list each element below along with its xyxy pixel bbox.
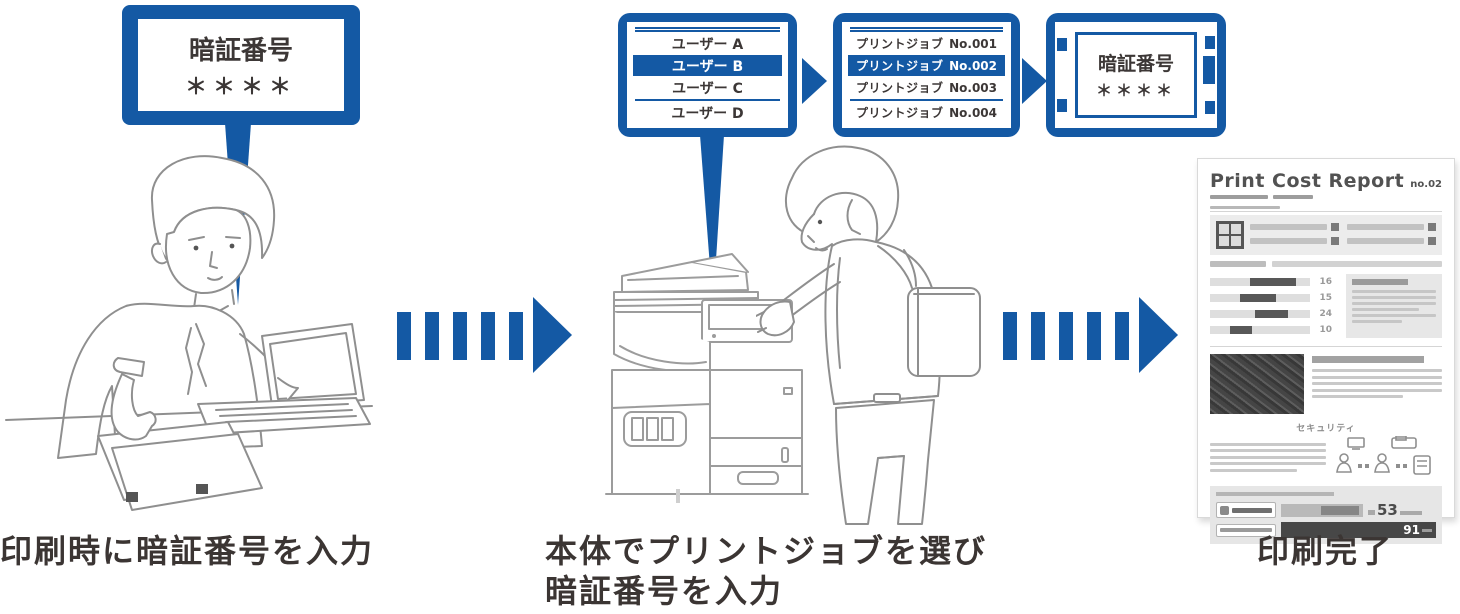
chart-value: 10: [1319, 325, 1332, 335]
pin-speech-bubble-panel: 暗証番号 ＊＊＊＊: [138, 19, 344, 111]
screen-pointer-tail: [700, 135, 724, 307]
cost-panel-heading-placeholder: [1216, 492, 1334, 496]
flow-arrow-2: [1003, 297, 1178, 373]
report-photo: [1210, 354, 1304, 414]
report-summary-cell: [1347, 237, 1436, 245]
job-number: No.003: [949, 80, 997, 95]
print-job-item-1[interactable]: プリントジョブ No.001: [848, 33, 1005, 54]
user-list-label: ユーザー B: [671, 58, 744, 75]
cost-bar-light: [1281, 503, 1363, 517]
report-summary-panel: [1210, 215, 1442, 255]
job-name: プリントジョブ: [856, 81, 944, 95]
report-section-label: [1210, 206, 1442, 212]
person-at-printer-illustration: [756, 145, 981, 525]
report-summary-cell: [1347, 223, 1436, 231]
step1-caption: 印刷時に暗証番号を入力: [0, 532, 375, 570]
list-rule: [635, 27, 780, 29]
cost-row-printer: 53: [1216, 502, 1436, 518]
pin-bubble-masked-value: ＊＊＊＊: [184, 74, 297, 100]
report-text-placeholder: [1210, 261, 1442, 267]
chevron-right-icon: [802, 58, 827, 104]
list-rule: [850, 99, 1003, 101]
printer-model-badge: [1216, 502, 1276, 518]
chevron-right-icon: [1022, 58, 1047, 104]
flow-arrow-1: [397, 297, 572, 373]
report-security-heading: セキュリティ: [1296, 424, 1356, 434]
cost-row-laser: 91: [1216, 522, 1436, 538]
step2-caption-line2: 暗証番号を入力: [545, 572, 784, 610]
report-photo-section: [1210, 346, 1442, 414]
panel-user-list-screen: ユーザー A ユーザー B ユーザー C ユーザー D: [618, 13, 797, 137]
comparison-model-badge: [1216, 523, 1276, 537]
step2-caption: 本体でプリントジョブを選び 暗証番号を入力: [545, 531, 987, 611]
report-title: Print Cost Report: [1210, 170, 1405, 192]
cost-value-91: 91: [1403, 523, 1420, 537]
job-number: No.002: [949, 58, 997, 73]
report-chart-row-3: 10: [1210, 322, 1338, 338]
chart-value: 15: [1319, 293, 1332, 303]
step3-caption: 印刷完了: [1257, 532, 1394, 570]
cost-bar-dark: 91: [1281, 522, 1436, 538]
list-rule: [635, 99, 780, 101]
report-cost-chart: 16 15 24 10: [1210, 274, 1442, 338]
step2-caption-line1: 本体でプリントジョブを選び: [545, 532, 988, 570]
report-photo-heading-placeholder: [1312, 356, 1424, 363]
pin-bubble-title: 暗証番号: [188, 35, 293, 66]
report-summary-cell: [1250, 237, 1339, 245]
keypad-notch: [1057, 99, 1067, 112]
keypad-notch: [1203, 56, 1215, 84]
keypad-notch: [1205, 101, 1215, 114]
job-name: プリントジョブ: [856, 37, 944, 51]
print-job-item-4[interactable]: プリントジョブ No.004: [848, 102, 1005, 123]
report-subtitle-placeholder: [1210, 195, 1442, 199]
user-list-item-b[interactable]: ユーザー B: [633, 55, 782, 76]
job-name: プリントジョブ: [856, 106, 944, 120]
floor-mark: [676, 489, 680, 503]
user-list-label: ユーザー A: [671, 36, 744, 53]
report-summary-cell: [1250, 223, 1339, 231]
panel-pin-entry-screen: 暗証番号 ＊＊＊＊: [1046, 13, 1226, 137]
print-job-item-2[interactable]: プリントジョブ No.002: [848, 55, 1005, 76]
keypad-notch: [1205, 36, 1215, 49]
pin-speech-bubble: 暗証番号 ＊＊＊＊: [122, 5, 360, 125]
report-issue-number: no.02: [1410, 179, 1442, 190]
report-cost-comparison-panel: 53 91: [1210, 486, 1442, 544]
cost-value-53: 53: [1377, 500, 1398, 519]
report-logo-icon: [1216, 221, 1244, 249]
panel-print-job-screen: プリントジョブ No.001 プリントジョブ No.002 プリントジョブ No…: [833, 13, 1020, 137]
user-list-item-c[interactable]: ユーザー C: [633, 77, 782, 98]
security-flow-icons: [1336, 435, 1431, 475]
job-name: プリントジョブ: [856, 59, 944, 73]
chart-value: 16: [1319, 277, 1332, 287]
list-rule: [850, 30, 1003, 32]
printer-icon: [1220, 505, 1229, 515]
pin-entry-title: 暗証番号: [1097, 53, 1174, 75]
job-number: No.001: [949, 36, 997, 51]
pin-entry-field[interactable]: 暗証番号 ＊＊＊＊: [1075, 32, 1197, 118]
user-list-item-d[interactable]: ユーザー D: [633, 102, 782, 123]
report-chart-row-1: 15: [1210, 290, 1338, 306]
user-list-label: ユーザー D: [671, 105, 744, 122]
report-security-section: [1210, 435, 1442, 478]
report-chart-row-2: 24: [1210, 306, 1338, 322]
job-number: No.004: [949, 105, 997, 120]
report-chart-row-0: 16: [1210, 274, 1338, 290]
chart-value: 24: [1319, 309, 1332, 319]
pin-entry-masked-value: ＊＊＊＊: [1095, 81, 1176, 100]
keypad-notch: [1057, 38, 1067, 51]
list-rule: [850, 27, 1003, 29]
print-cost-report-document: Print Cost Report no.02 1: [1197, 158, 1455, 544]
print-job-item-3[interactable]: プリントジョブ No.003: [848, 77, 1005, 98]
person-at-laptop-illustration: [5, 155, 373, 511]
user-list-label: ユーザー C: [672, 80, 743, 97]
user-list-item-a[interactable]: ユーザー A: [633, 33, 782, 54]
list-rule: [635, 30, 780, 32]
report-chart-notes: [1346, 274, 1442, 338]
